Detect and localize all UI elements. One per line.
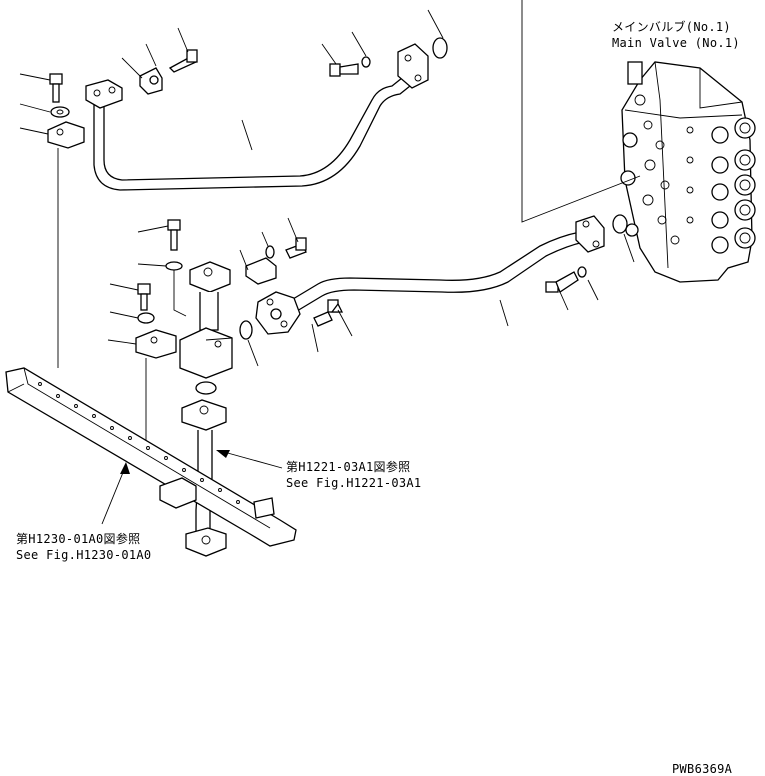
o-ring-right: [612, 214, 628, 234]
lower-pipe: [255, 215, 605, 335]
bolt-mid-clamp: [239, 217, 307, 285]
bolt-lower-right: [545, 266, 599, 311]
bolt-washer-upper-left: [19, 73, 85, 368]
reference-lower-leader: [101, 469, 125, 525]
center-block-stack: [107, 219, 233, 557]
bolt-upper-clamp: [121, 27, 198, 95]
reference-upper-label-en: See Fig.H1221-03A1: [286, 476, 422, 490]
frame-bracket: [5, 367, 297, 547]
bolt-lower-left-flange: [311, 299, 353, 353]
o-ring-mid: [239, 320, 253, 340]
reference-upper-leader: [223, 451, 283, 469]
reference-lower-label-en: See Fig.H1230-01A0: [16, 548, 152, 562]
upper-pipe: [85, 43, 429, 191]
reference-upper-label-jp: 第H1221-03A1図参照: [286, 460, 411, 474]
main-valve-body: [620, 61, 756, 283]
o-ring-upper: [432, 37, 448, 59]
main-valve-label-jp: メインバルブ(No.1): [612, 20, 731, 34]
bolt-upper-right: [321, 31, 371, 77]
drawing-code: PWB6369A: [672, 762, 733, 776]
main-valve-label-en: Main Valve (No.1): [612, 36, 740, 50]
reference-lower-label-jp: 第H1230-01A0図参照: [16, 532, 141, 546]
